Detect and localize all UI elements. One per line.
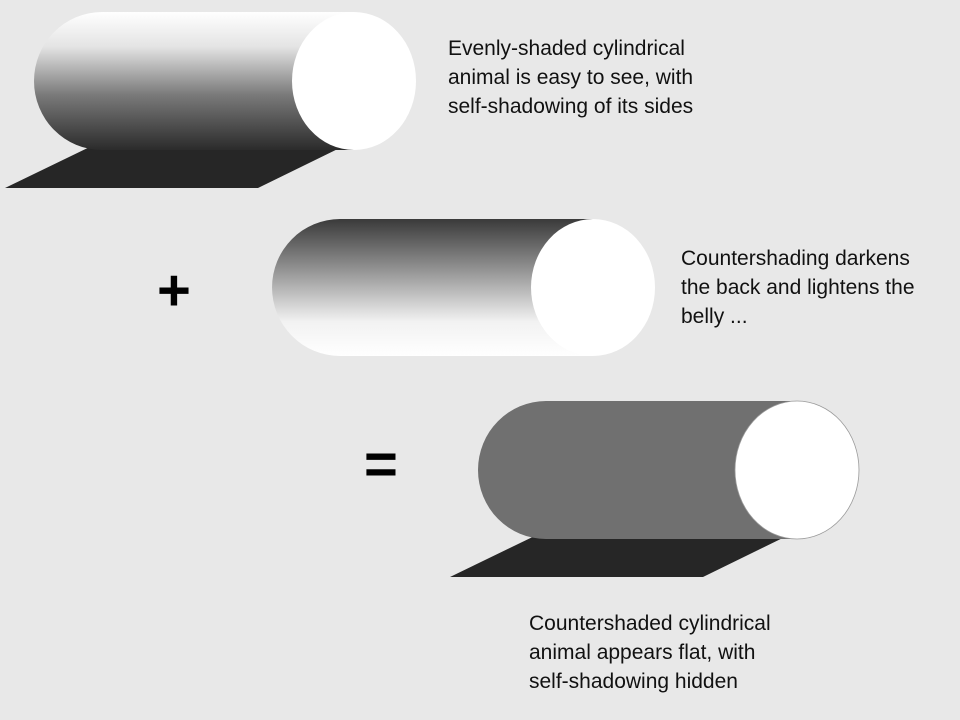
cast-shadow: [450, 531, 797, 577]
caption-line: self-shadowing of its sides: [448, 95, 694, 118]
cylinder-body: [34, 12, 354, 150]
cylinder-end-cap: [292, 12, 416, 150]
cylinder-body: [478, 401, 797, 539]
caption-line: Countershaded cylindrical: [529, 612, 771, 635]
countershaded-cylinder: [450, 400, 860, 577]
caption-line: belly ...: [681, 305, 748, 328]
cylinder-end-cap: [734, 400, 860, 540]
caption-line: animal appears flat, with: [529, 641, 756, 664]
cylinder-end-cap: [531, 219, 655, 356]
caption-line: animal is easy to see, with: [448, 66, 694, 89]
equals-sign: =: [364, 432, 398, 497]
countershading-cylinder: [272, 219, 655, 356]
caption-line: Evenly-shaded cylindrical: [448, 37, 685, 60]
cylinder-body: [272, 219, 593, 356]
plus-sign: +: [157, 258, 191, 323]
caption-line: Countershading darkens: [681, 247, 910, 270]
caption-line: the back and lightens the: [681, 276, 915, 299]
evenly-shaded-cylinder: [5, 12, 416, 188]
evenly-shaded-caption: Evenly-shaded cylindrical animal is easy…: [448, 34, 693, 121]
result-caption: Countershaded cylindrical animal appears…: [529, 609, 771, 696]
caption-line: self-shadowing hidden: [529, 670, 738, 693]
cast-shadow: [5, 142, 352, 188]
countershading-caption: Countershading darkens the back and ligh…: [681, 244, 915, 331]
